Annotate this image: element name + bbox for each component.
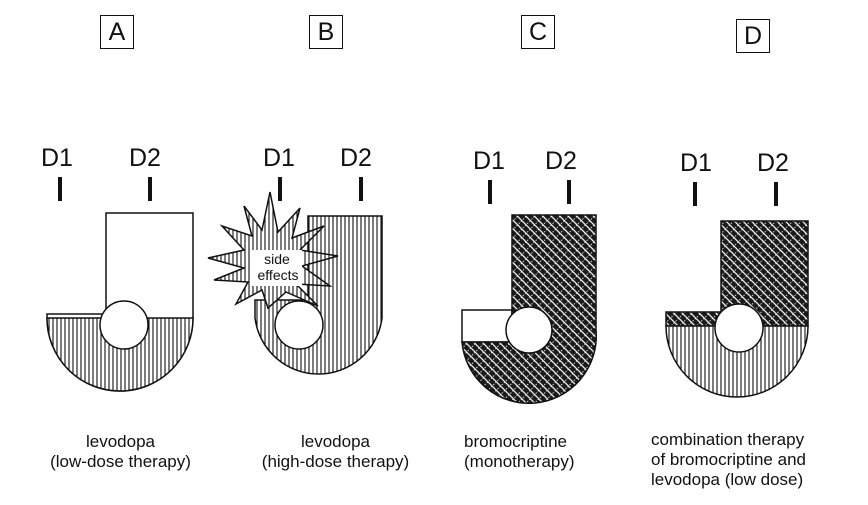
panel-a-caption: levodopa (low-dose therapy) — [12, 432, 229, 472]
panel-d-caption-line-2: of bromocriptine and — [651, 450, 868, 470]
panel-c-receptor-shape — [462, 215, 596, 403]
panel-d-receptor-shape — [666, 221, 808, 397]
panel-b-receptor-shape: side effects — [208, 192, 382, 374]
panel-d-caption-line-3: levodopa (low dose) — [651, 470, 868, 490]
panel-b-caption-line-2: (high-dose therapy) — [227, 452, 444, 472]
panel-c-caption-line-2: (monotherapy) — [464, 452, 614, 472]
panel-c-caption: bromocriptine (monotherapy) — [440, 432, 614, 472]
panel-c-caption-line-1: bromocriptine — [464, 432, 614, 452]
panel-a-caption-line-1: levodopa — [12, 432, 229, 452]
panel-d-caption-line-1: combination therapy — [651, 430, 868, 450]
burst-line-2: effects — [258, 267, 299, 283]
panel-b-caption: levodopa (high-dose therapy) — [227, 432, 444, 472]
burst-line-1: side — [264, 251, 290, 267]
panel-d-caption: combination therapy of bromocriptine and… — [651, 430, 868, 490]
panel-a-receptor-shape — [47, 213, 193, 391]
panel-a-caption-line-2: (low-dose therapy) — [12, 452, 229, 472]
panel-b-caption-line-1: levodopa — [227, 432, 444, 452]
